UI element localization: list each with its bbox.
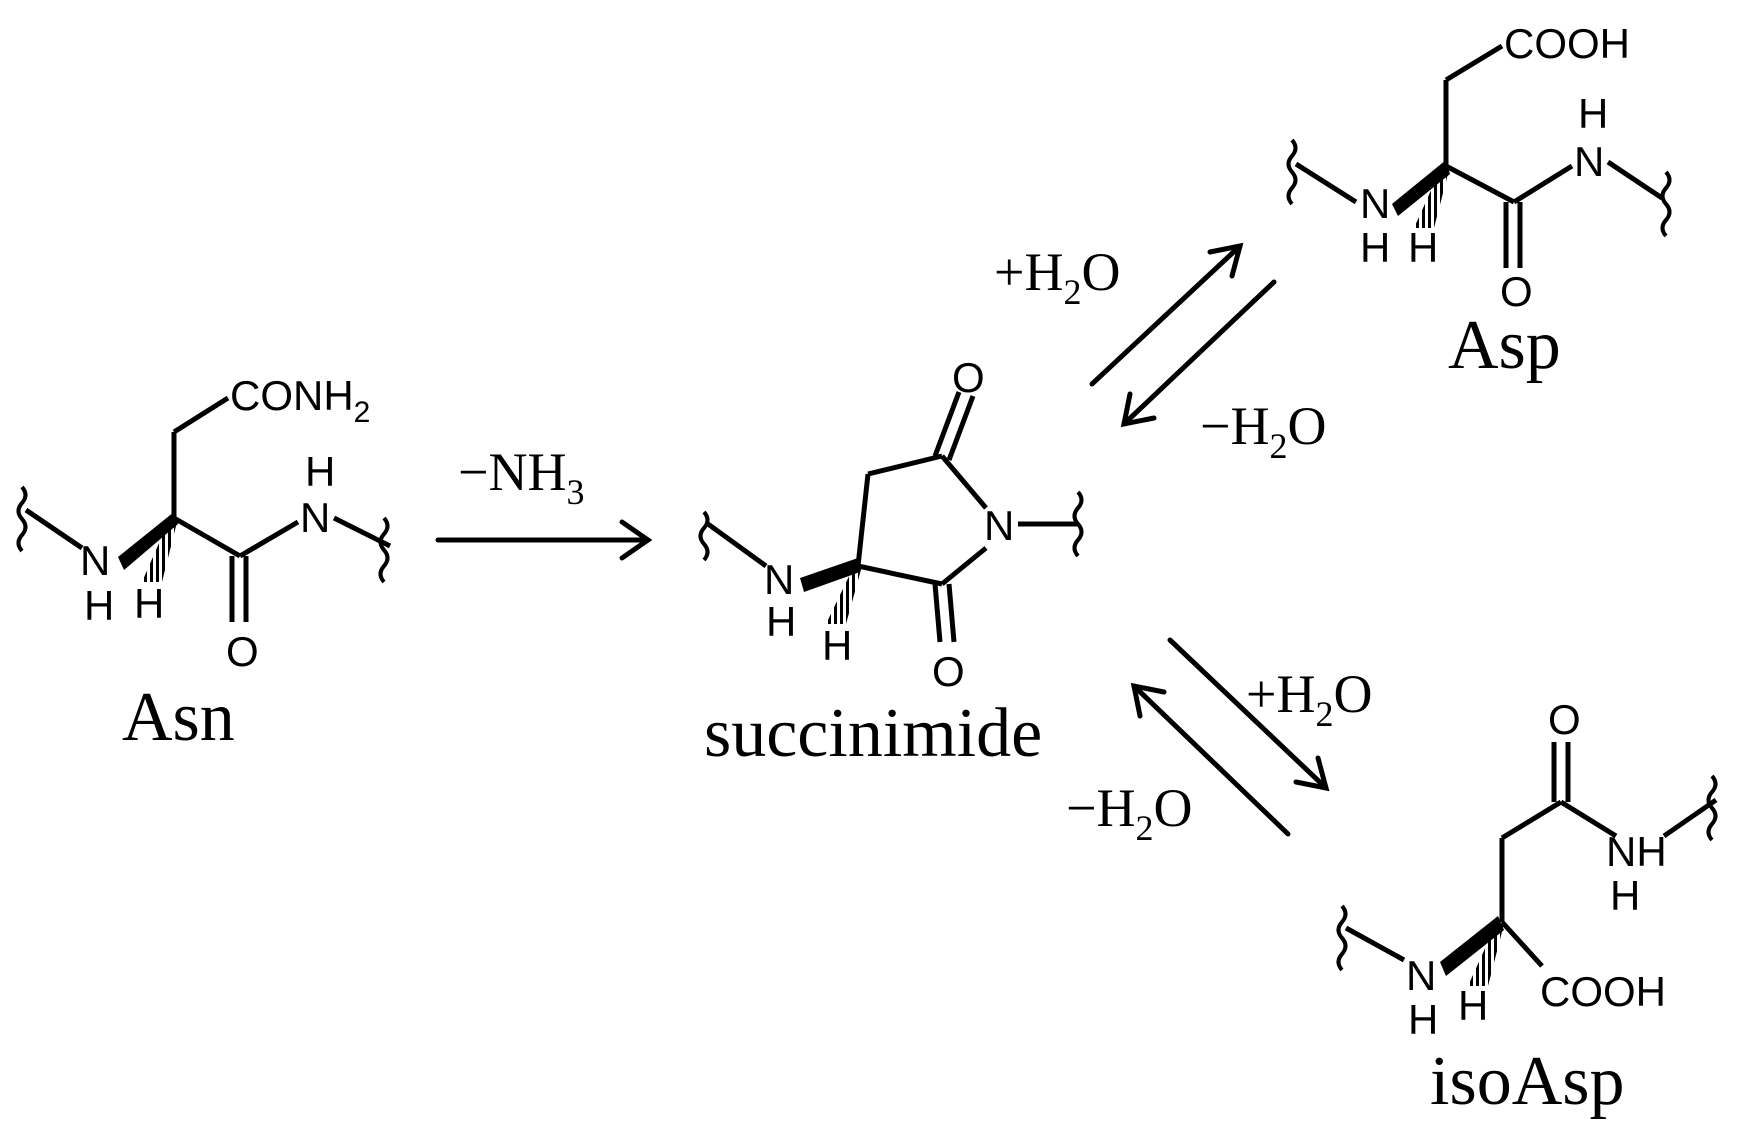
arrow-line (1167, 637, 1329, 791)
equilibrium-succinimide-isoasp: +H2O −H2O (1066, 637, 1372, 848)
isoasp-alpha-h-label: H (1458, 982, 1488, 1029)
succinimide-o-top-label: O (952, 354, 985, 401)
isoasp-wedge-bond (1440, 916, 1504, 976)
condition-asn-to-succinimide: −NH3 (458, 442, 584, 512)
asn-n2-h-label: H (305, 448, 335, 495)
asn-h-label: H (84, 582, 114, 629)
succinimide-n-label: N (764, 556, 794, 603)
isoasp-bond (1500, 920, 1544, 968)
asp-n2-h-label: H (1578, 90, 1608, 137)
succinimide-carbonyl-bond (932, 391, 962, 457)
succinimide-carbonyl-bond (932, 583, 943, 643)
isoasp-hash-bond (1468, 924, 1504, 986)
asp-bond (1444, 163, 1516, 205)
asn-wedge-bond (118, 512, 178, 570)
asp-hash-bond (1414, 166, 1450, 228)
succinimide-h-label: H (766, 598, 796, 645)
asn-o-label: O (226, 628, 259, 675)
asp-bond (1606, 159, 1664, 201)
arrow-asn-to-succinimide: −NH3 (435, 442, 653, 561)
asp-side-chain-label: COOH (1504, 20, 1630, 67)
succinimide-ring-bond (867, 453, 943, 477)
succinimide-alpha-h-label: H (822, 622, 852, 669)
asn-bond (172, 395, 230, 435)
isoasp-molecule: O NH H N H H COOH isoAsp (1336, 696, 1718, 1120)
asp-wavy-right (1660, 170, 1672, 238)
asn-bond (24, 507, 84, 551)
condition-asp-to-succinimide: −H2O (1200, 396, 1326, 466)
isoasp-h-label: H (1408, 996, 1438, 1043)
isoasp-bond (1559, 799, 1618, 839)
isoasp-n2-label: NH (1606, 828, 1667, 875)
isoasp-n-label: N (1406, 952, 1436, 999)
succinimide-molecule: N H H O N O succinimide (698, 354, 1084, 772)
arrow-line (1089, 243, 1243, 387)
succinimide-ring-bond (940, 454, 988, 510)
isoasp-n2-h-label: H (1610, 872, 1640, 919)
succinimide-ring-n-label: N (984, 502, 1014, 549)
isoasp-name: isoAsp (1430, 1043, 1624, 1120)
asn-bond (238, 519, 300, 559)
asp-n-label: N (1360, 180, 1390, 227)
asn-side-chain-label: CONH2 (230, 372, 370, 429)
isoasp-bond (1500, 799, 1563, 841)
asn-alpha-h-label: H (134, 580, 164, 627)
succinimide-wedge-bond (800, 558, 860, 592)
succinimide-carbonyl-bond (946, 583, 957, 643)
condition-succinimide-to-asp: +H2O (994, 242, 1120, 312)
asp-name: Asp (1448, 307, 1561, 384)
asn-wavy-left (16, 485, 28, 553)
asp-wavy-left (1286, 138, 1298, 206)
isoasp-wavy-right (1706, 774, 1718, 842)
asp-bond (1444, 43, 1504, 83)
arrow-head (1293, 755, 1330, 792)
asn-hash-bond (142, 518, 178, 582)
arrow-head (1207, 242, 1244, 279)
condition-isoasp-to-succinimide: −H2O (1066, 778, 1192, 848)
isoasp-side-chain-label: COOH (1540, 968, 1666, 1015)
succinimide-o-bottom-label: O (932, 648, 965, 695)
isoasp-bond (1662, 797, 1718, 839)
isoasp-wavy-left (1336, 904, 1348, 972)
asn-n2-label: N (300, 494, 330, 541)
succinimide-wavy-right (1072, 490, 1084, 558)
succinimide-ring-bond (857, 563, 943, 587)
asn-molecule: N H H CONH2 O H N Asn (16, 372, 392, 756)
succinimide-name: succinimide (704, 695, 1042, 772)
arrow-head (619, 519, 653, 561)
asn-wavy-right (378, 516, 390, 584)
asp-n2-label: N (1574, 138, 1604, 185)
succinimide-hash-bond (826, 566, 862, 624)
asp-wedge-bond (1392, 160, 1450, 216)
asn-bond (172, 515, 242, 559)
arrow-head (1120, 391, 1157, 428)
isoasp-bond (1344, 925, 1406, 963)
asp-h-label: H (1360, 224, 1390, 271)
asp-bond (1294, 161, 1358, 205)
asp-bond (1512, 163, 1574, 205)
asp-alpha-h-label: H (1408, 224, 1438, 271)
asp-molecule: N H H COOH O H N Asp (1286, 20, 1672, 384)
succinimide-bond (706, 521, 768, 569)
equilibrium-succinimide-asp: +H2O −H2O (994, 242, 1326, 466)
asn-n-label: N (80, 537, 110, 584)
succinimide-ring-bond (855, 473, 871, 567)
succinimide-carbonyl-bond (946, 395, 976, 461)
succinimide-wavy-left (698, 510, 710, 562)
arrow-head (1130, 682, 1167, 719)
isoasp-o-label: O (1548, 696, 1581, 743)
asp-o-label: O (1500, 268, 1533, 315)
arrow-line (1131, 683, 1291, 837)
condition-succinimide-to-isoasp: +H2O (1246, 664, 1372, 734)
asn-name: Asn (122, 679, 235, 756)
succinimide-ring-bond (940, 546, 988, 586)
arrow-line (1121, 279, 1277, 427)
